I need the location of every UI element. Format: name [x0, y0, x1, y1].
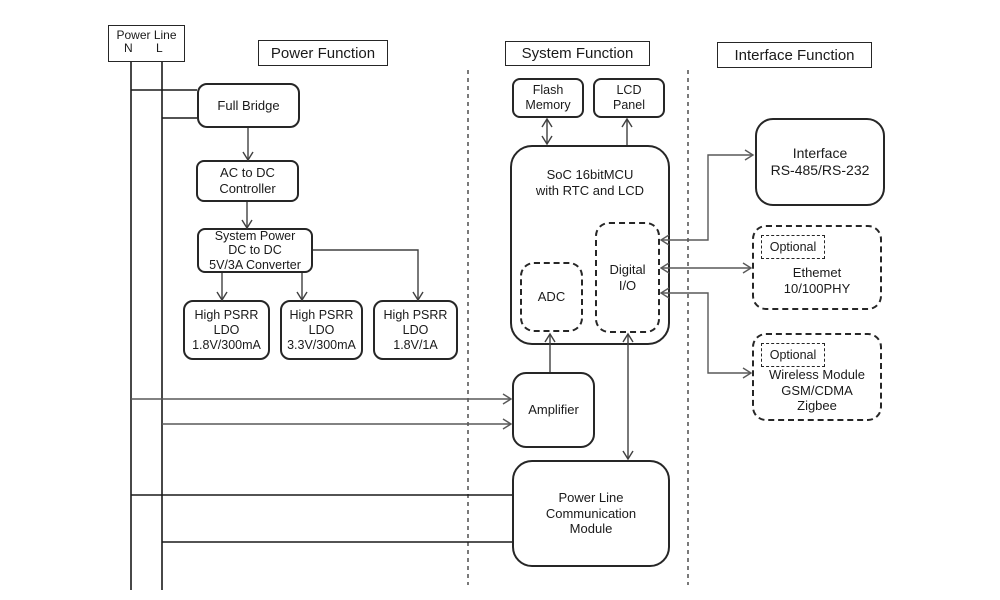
terminal-n-label: N: [124, 41, 133, 56]
interface-function-title: Interface Function: [734, 46, 855, 64]
ac-to-dc-controller-box: AC to DC Controller: [196, 160, 299, 202]
wireless-module-box: Optional Wireless Module GSM/CDMA Zigbee: [752, 333, 882, 421]
digital-io-label: Digital I/O: [609, 261, 646, 293]
digital-io-block: Digital I/O: [595, 222, 660, 333]
full-bridge-box: Full Bridge: [197, 83, 300, 128]
power-line-box: Power Line N L: [108, 25, 185, 62]
lcd-panel-box: LCD Panel: [593, 78, 665, 118]
wireless-module-label: Wireless Module GSM/CDMA Zigbee: [768, 367, 866, 414]
system-function-title: System Function: [521, 45, 634, 62]
power-line-label: Power Line: [116, 28, 177, 42]
terminal-l-label: L: [156, 41, 163, 56]
amplifier-box: Amplifier: [512, 372, 595, 448]
plc-module-label: Power Line Communication Module: [545, 490, 637, 537]
system-power-converter-label: System Power DC to DC 5V/3A Converter: [209, 228, 301, 272]
flash-memory-box: Flash Memory: [512, 78, 584, 118]
rs485-rs232-interface-box: Interface RS-485/RS-232: [755, 118, 885, 206]
ldo-1v8-300ma-box: High PSRR LDO 1.8V/300mA: [183, 300, 270, 360]
adc-label: ADC: [537, 289, 566, 305]
ethernet-phy-label: Ethemet 10/100PHY: [783, 265, 851, 296]
interface-function-header: Interface Function: [717, 42, 872, 68]
ldo-3v3-300ma-box: High PSRR LDO 3.3V/300mA: [280, 300, 363, 360]
ldo-1v8-1a-box: High PSRR LDO 1.8V/1A: [373, 300, 458, 360]
ac-to-dc-controller-label: AC to DC Controller: [219, 165, 276, 196]
lcd-panel-label: LCD Panel: [613, 83, 645, 112]
system-power-converter-box: System Power DC to DC 5V/3A Converter: [197, 228, 313, 273]
power-function-header: Power Function: [258, 40, 388, 66]
ldo-1v8-300ma-label: High PSRR LDO 1.8V/300mA: [192, 307, 261, 352]
plc-module-box: Power Line Communication Module: [512, 460, 670, 567]
rs485-rs232-interface-label: Interface RS-485/RS-232: [770, 145, 870, 178]
amplifier-label: Amplifier: [528, 402, 579, 418]
full-bridge-label: Full Bridge: [217, 97, 280, 113]
power-function-title: Power Function: [270, 44, 376, 62]
power-line-terminals: N L: [109, 41, 184, 57]
ldo-1v8-1a-label: High PSRR LDO 1.8V/1A: [383, 307, 448, 352]
system-function-header: System Function: [505, 41, 650, 66]
soc-mcu-label: SoC 16bitMCU with RTC and LCD: [535, 167, 645, 198]
ethernet-phy-box: Optional Ethemet 10/100PHY: [752, 225, 882, 310]
ethernet-optional-badge: Optional: [761, 235, 825, 259]
ldo-3v3-300ma-label: High PSRR LDO 3.3V/300mA: [287, 307, 356, 352]
flash-memory-label: Flash Memory: [525, 83, 571, 112]
adc-block: ADC: [520, 262, 583, 332]
wireless-optional-badge: Optional: [761, 343, 825, 367]
